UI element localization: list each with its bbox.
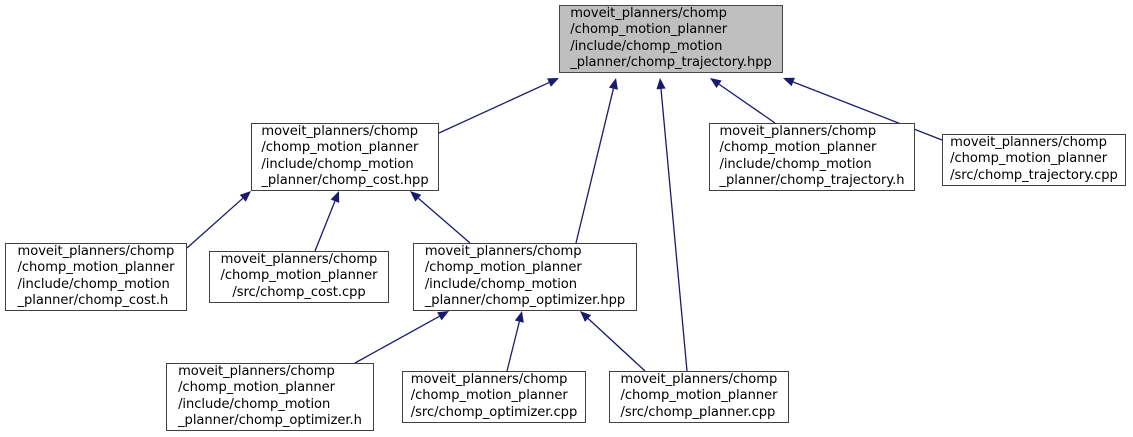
edge-line xyxy=(506,321,520,372)
graph-node-label: moveit_planners/chomp /chomp_motion_plan… xyxy=(424,243,626,308)
edge-line xyxy=(186,197,244,249)
edge-line xyxy=(438,81,550,134)
graph-node-chomp-cost-h[interactable]: moveit_planners/chomp /chomp_motion_plan… xyxy=(5,243,187,311)
graph-node-chomp-trajectory-cpp[interactable]: moveit_planners/chomp /chomp_motion_plan… xyxy=(942,134,1126,186)
graph-node-chomp-planner-cpp[interactable]: moveit_planners/chomp /chomp_motion_plan… xyxy=(609,371,789,423)
graph-node-label: moveit_planners/chomp /chomp_motion_plan… xyxy=(261,123,429,188)
edge-arrowhead xyxy=(547,78,559,87)
graph-node-chomp-cost-hpp[interactable]: moveit_planners/chomp /chomp_motion_plan… xyxy=(251,123,439,191)
edge-line xyxy=(354,315,440,364)
edge-line xyxy=(660,88,688,372)
edge-line xyxy=(575,88,615,244)
edge-arrowhead xyxy=(239,191,251,202)
graph-node-chomp-cost-cpp[interactable]: moveit_planners/chomp /chomp_motion_plan… xyxy=(209,251,389,303)
edge-arrowhead xyxy=(410,191,422,202)
graph-node-label: moveit_planners/chomp /chomp_motion_plan… xyxy=(17,243,175,308)
edge-arrowhead xyxy=(710,78,722,89)
graph-node-chomp-optimizer-h[interactable]: moveit_planners/chomp /chomp_motion_plan… xyxy=(166,363,374,431)
graph-node-chomp-optimizer-hpp[interactable]: moveit_planners/chomp /chomp_motion_plan… xyxy=(413,243,637,311)
graph-node-label: moveit_planners/chomp /chomp_motion_plan… xyxy=(220,251,378,300)
edge-arrowhead xyxy=(656,78,666,90)
graph-node-chomp-trajectory-h[interactable]: moveit_planners/chomp /chomp_motion_plan… xyxy=(709,123,915,191)
graph-node-label: moveit_planners/chomp /chomp_motion_plan… xyxy=(620,371,778,420)
graph-node-chomp-trajectory-hpp[interactable]: moveit_planners/chomp /chomp_motion_plan… xyxy=(559,5,783,73)
edge-arrowhead xyxy=(330,191,340,203)
edge-arrowhead xyxy=(783,77,795,87)
graph-node-label: moveit_planners/chomp /chomp_motion_plan… xyxy=(950,134,1118,183)
graph-node-label: moveit_planners/chomp /chomp_motion_plan… xyxy=(719,123,905,188)
graph-node-label: moveit_planners/chomp /chomp_motion_plan… xyxy=(178,363,362,428)
graph-node-chomp-optimizer-cpp[interactable]: moveit_planners/chomp /chomp_motion_plan… xyxy=(402,371,586,423)
edge-arrowhead xyxy=(514,311,524,323)
edge-arrowhead xyxy=(437,311,449,321)
edge-line xyxy=(587,317,646,372)
graph-node-label: moveit_planners/chomp /chomp_motion_plan… xyxy=(410,371,578,420)
edge-line xyxy=(718,83,776,124)
edge-arrowhead xyxy=(580,311,592,322)
edge-line xyxy=(314,200,336,252)
edge-arrowhead xyxy=(608,78,618,90)
edge-line xyxy=(417,197,471,244)
graph-node-label: moveit_planners/chomp /chomp_motion_plan… xyxy=(570,5,772,70)
